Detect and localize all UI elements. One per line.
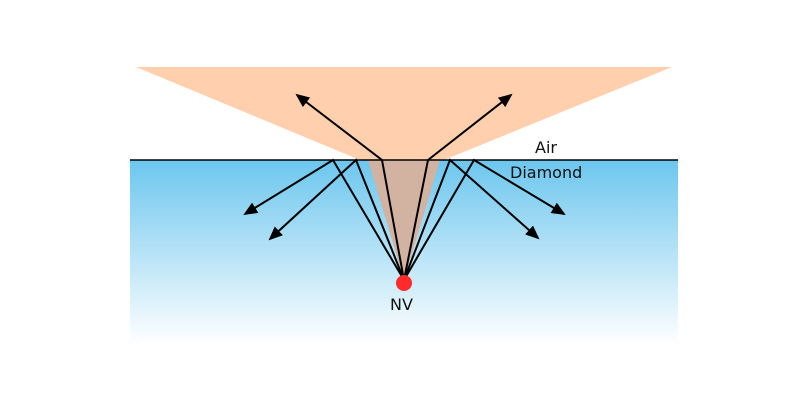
escaping-rays (295, 93, 513, 281)
air-label: Air (535, 138, 557, 157)
escaping-ray-right (403, 93, 513, 281)
reflected-ray-right-outer (403, 158, 566, 281)
air-emission-cone (136, 67, 672, 160)
reflected-rays (243, 158, 566, 281)
diamond-label: Diamond (510, 163, 582, 182)
reflected-ray-right-inner (403, 158, 540, 281)
escaping-ray-left (295, 93, 405, 281)
reflected-ray-left-inner (268, 158, 405, 281)
nv-label: NV (390, 295, 413, 314)
reflected-ray-left-outer (243, 158, 405, 281)
nv-center-dot (396, 275, 412, 291)
